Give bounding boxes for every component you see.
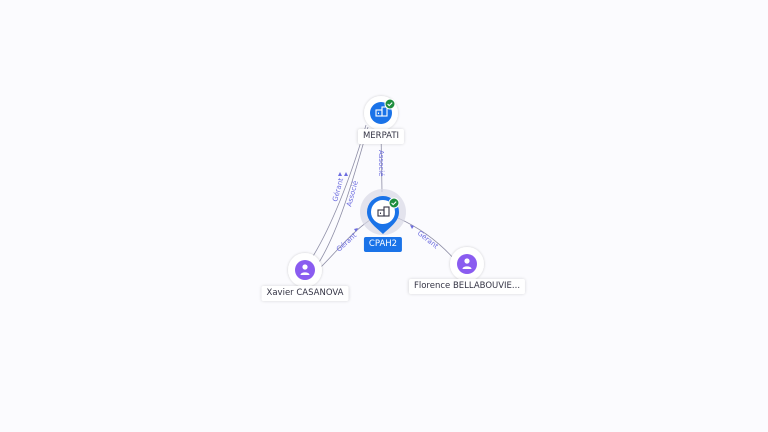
edge-label-cpah2-merpati: Associé [377, 150, 385, 176]
building-icon [375, 106, 388, 117]
person-icon [300, 264, 310, 275]
verified-check-icon [384, 98, 396, 110]
node-cpah2[interactable] [360, 189, 406, 235]
edge-label-xavier-cpah2: Gérant [335, 231, 358, 253]
node-merpati[interactable] [364, 96, 398, 130]
node-label-xavier-casanova[interactable]: Xavier CASANOVA [261, 286, 349, 301]
person-icon [462, 258, 472, 269]
edge-xavier-merpati-2 [317, 126, 369, 265]
arrow-florence-cpah2 [410, 225, 414, 229]
node-label-cpah2[interactable]: CPAH2 [363, 237, 403, 252]
verified-check-icon [388, 197, 400, 209]
edge-label-xavier-merpati-1: Gérant [331, 177, 345, 203]
arrow-xavier-merpati [338, 172, 342, 176]
node-xavier-casanova[interactable] [288, 253, 322, 287]
edge-label-xavier-merpati-2: Associé [345, 180, 360, 208]
node-label-merpati[interactable]: MERPATI [357, 129, 405, 144]
edge-label-florence-cpah2: Gérant [416, 229, 440, 250]
node-label-florence-bellabouvier[interactable]: Florence BELLABOUVIE... [408, 279, 526, 294]
node-florence-bellabouvier[interactable] [450, 247, 484, 281]
arrow-xavier-merpati-2 [344, 172, 348, 176]
arrow-xavier-cpah2 [354, 228, 358, 232]
building-icon [377, 206, 390, 217]
